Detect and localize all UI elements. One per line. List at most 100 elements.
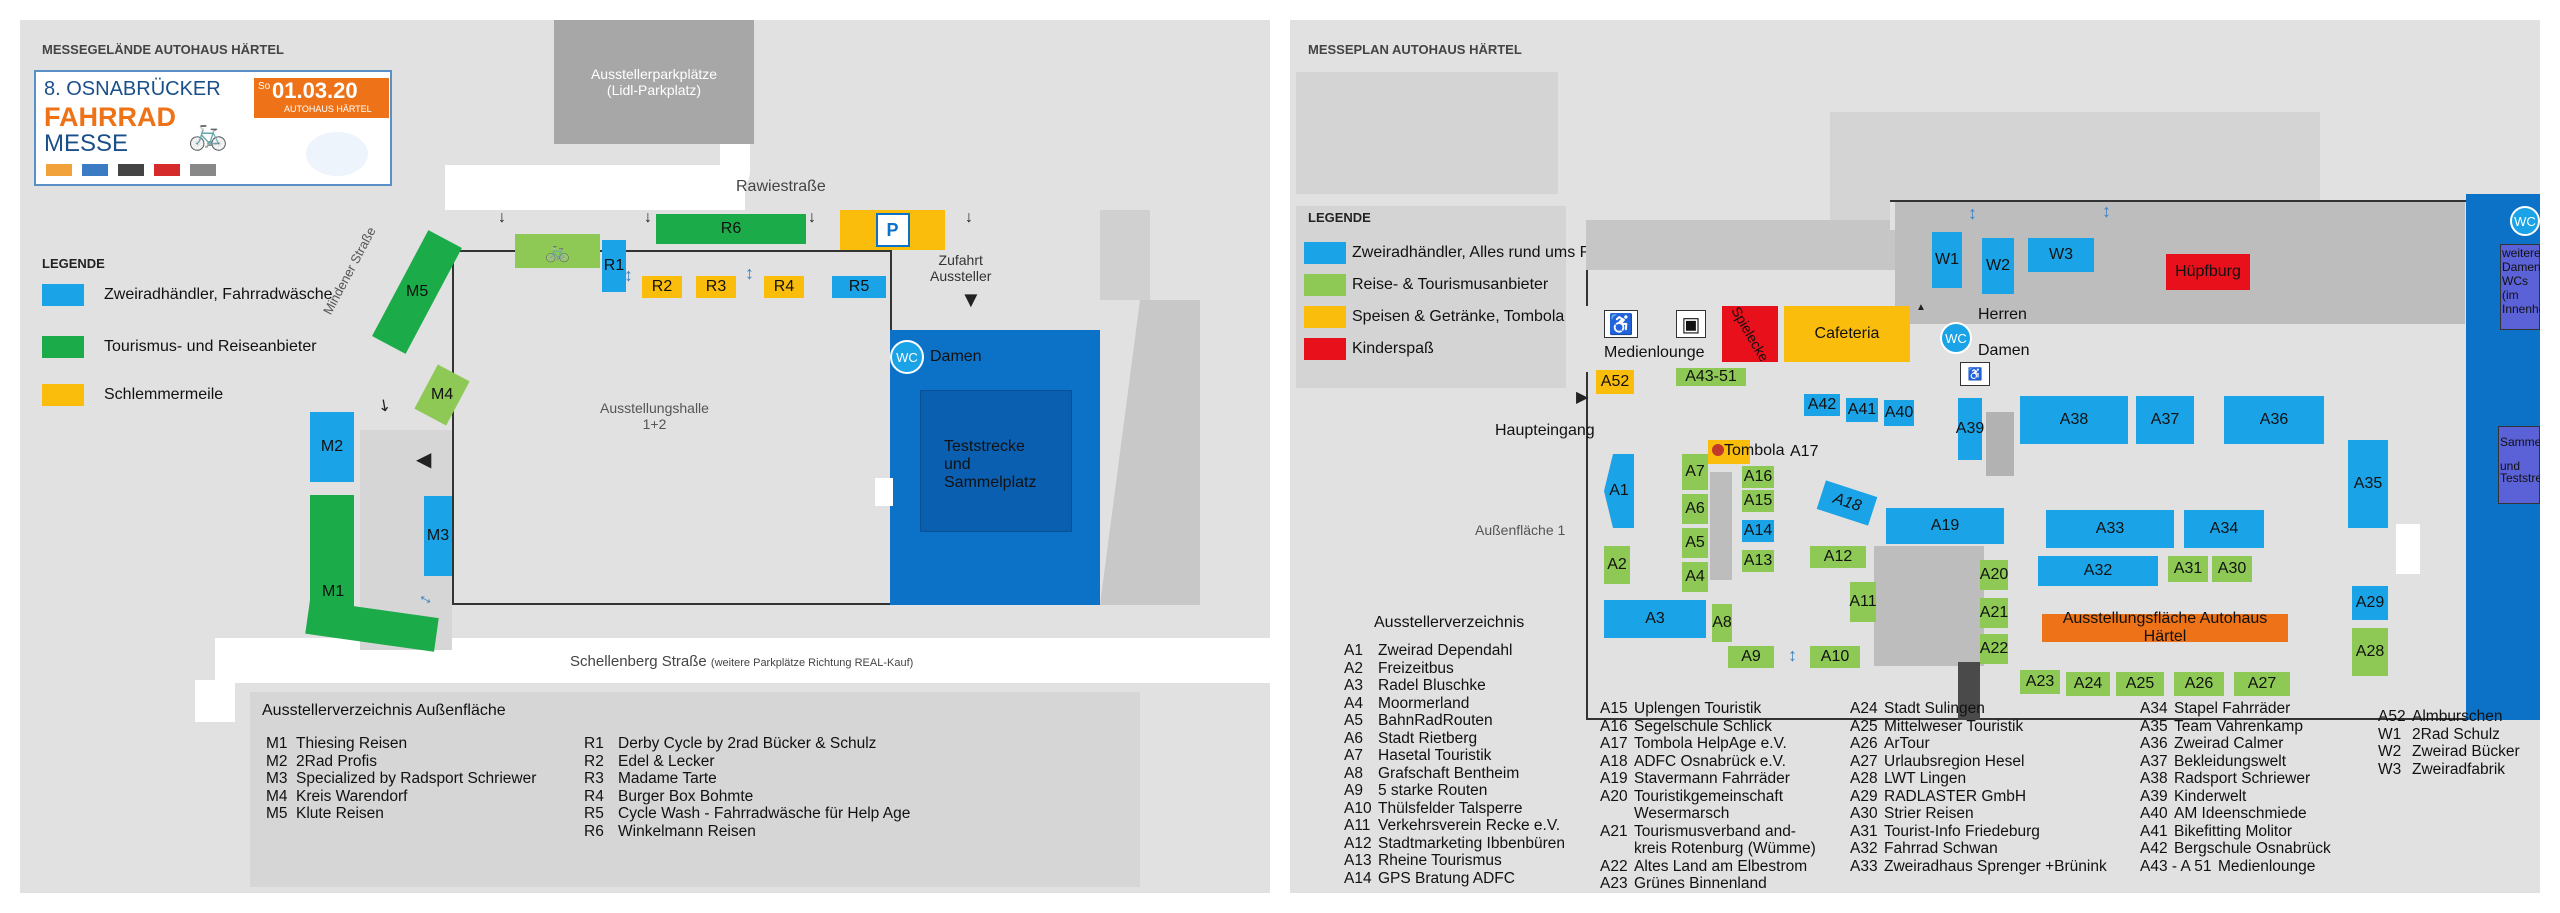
spielecke[interactable]: Spielecke xyxy=(1722,304,1778,364)
stand-A19[interactable]: A19 xyxy=(1886,508,2004,544)
directory-entry-code: A38 xyxy=(2140,770,2168,787)
directory-entry-name: ADFC Osnabrück e.V. xyxy=(1634,752,1786,770)
stand-A9[interactable]: A9 xyxy=(1728,646,1774,668)
stand-A33[interactable]: A33 xyxy=(2046,510,2174,548)
directory-entry-code: M1 xyxy=(266,735,288,752)
stand-R2[interactable]: R2 xyxy=(642,276,682,298)
stand-A31[interactable]: A31 xyxy=(2168,556,2208,582)
directory-entry-code: A23 xyxy=(1600,875,1628,892)
wc-icon: WC xyxy=(1940,322,1972,354)
stand-R6[interactable]: R6 xyxy=(656,214,806,244)
stand-A43-51[interactable]: A43-51 xyxy=(1676,368,1746,386)
gray-structure xyxy=(1710,472,1732,580)
stand-A37[interactable]: A37 xyxy=(2136,396,2194,444)
stand-W2[interactable]: W2 xyxy=(1982,238,2014,294)
stand-A29[interactable]: A29 xyxy=(2352,586,2388,620)
directory-entry-name: Zweirad Calmer xyxy=(2174,735,2284,752)
huepfburg[interactable]: Hüpfburg xyxy=(2166,254,2250,290)
stand-R1[interactable]: R1 xyxy=(602,240,626,292)
wc-icon: WC xyxy=(2510,206,2540,236)
stand-R3[interactable]: R3 xyxy=(696,276,736,298)
stand-A30[interactable]: A30 xyxy=(2212,556,2252,582)
stand-A15[interactable]: A15 xyxy=(1742,490,1774,512)
directory-entry-name: Grafschaft Bentheim xyxy=(1378,764,1520,782)
stand-A39[interactable]: A39 xyxy=(1956,398,1984,460)
legend-label: Zweiradhändler, Alles rund ums Rad xyxy=(1352,244,1610,261)
tv-icon: ▣ xyxy=(1676,310,1706,338)
stand-A8[interactable]: A8 xyxy=(1712,604,1732,642)
stand-A32[interactable]: A32 xyxy=(2038,556,2158,586)
stand-A7[interactable]: A7 xyxy=(1682,454,1708,490)
accessible-wc-icon: ♿ xyxy=(1960,362,1990,386)
directory-entry-code: A33 xyxy=(1850,857,1878,875)
stand-M3[interactable]: M3 xyxy=(424,496,452,576)
stand-A20[interactable]: A20 xyxy=(1980,560,2008,590)
directory-entry-code: A32 xyxy=(1850,840,1878,857)
stand-M5[interactable]: M5 xyxy=(372,230,462,354)
stand-A16[interactable]: A16 xyxy=(1742,466,1774,488)
ausstellungsflaeche-autohaus[interactable]: Ausstellungsfläche Autohaus Härtel xyxy=(2042,610,2288,645)
directory-entry-code: A5 xyxy=(1344,712,1363,729)
stand-A10[interactable]: A10 xyxy=(1810,646,1860,668)
stand-A2[interactable]: A2 xyxy=(1604,546,1630,584)
stand-A28[interactable]: A28 xyxy=(2352,628,2388,676)
stand-R5[interactable]: R5 xyxy=(832,276,886,298)
sammelplatz-box xyxy=(2498,426,2540,504)
stand-A23[interactable]: A23 xyxy=(2020,670,2060,694)
street-label-bottom: Schellenberg Straße (weitere Parkplätze … xyxy=(570,653,914,670)
stand-A24[interactable]: A24 xyxy=(2066,672,2110,696)
medienlounge-label: Medienlounge xyxy=(1604,344,1705,361)
stand-A35[interactable]: A35 xyxy=(2348,440,2388,528)
stand-A38[interactable]: A38 xyxy=(2020,396,2128,444)
stand-W3[interactable]: W3 xyxy=(2028,238,2094,272)
cafeteria[interactable]: Cafeteria xyxy=(1784,306,1910,362)
stand-A21[interactable]: A21 xyxy=(1980,598,2008,628)
directory-entry-code: A34 xyxy=(2140,700,2168,717)
legend-label: Kinderspaß xyxy=(1352,340,1434,357)
stand-A13[interactable]: A13 xyxy=(1742,550,1774,572)
stand-A34[interactable]: A34 xyxy=(2184,510,2264,548)
stand-R4[interactable]: R4 xyxy=(764,276,804,298)
stand-A6[interactable]: A6 xyxy=(1682,494,1708,524)
stand-A42[interactable]: A42 xyxy=(1804,394,1840,416)
legend-swatch-red xyxy=(1304,338,1346,360)
stand-A4[interactable]: A4 xyxy=(1682,562,1708,592)
directory-entry-name: Zweiradhaus Sprenger +Brünink xyxy=(1884,857,2107,875)
stand-A12[interactable]: A12 xyxy=(1810,546,1866,568)
lounge-chair-icon: ♿ xyxy=(1604,310,1638,338)
info-block xyxy=(1296,72,1558,194)
stand-A36[interactable]: A36 xyxy=(2224,396,2324,444)
directory-entry-code: A6 xyxy=(1344,729,1363,747)
stand-M1-label: M1 xyxy=(322,583,345,600)
stand-A11[interactable]: A11 xyxy=(1849,582,1877,622)
stand-A26[interactable]: A26 xyxy=(2174,672,2224,696)
legend-swatch-green xyxy=(42,336,84,358)
stand-A40[interactable]: A40 xyxy=(1884,400,1914,426)
stand-A25[interactable]: A25 xyxy=(2116,672,2164,696)
stand-A41[interactable]: A41 xyxy=(1846,398,1878,422)
stand-A52[interactable]: A52 xyxy=(1596,370,1634,394)
stand-W1[interactable]: W1 xyxy=(1932,232,1962,288)
tombola-booth[interactable] xyxy=(1708,440,1750,464)
stand-A14[interactable]: A14 xyxy=(1742,520,1774,542)
stand-A22[interactable]: A22 xyxy=(1980,634,2008,664)
haupteingang-label: Haupteingang xyxy=(1495,422,1595,439)
stand-A5[interactable]: A5 xyxy=(1682,528,1708,558)
directory-entry-code: A27 xyxy=(1850,752,1878,770)
stand-A3[interactable]: A3 xyxy=(1604,600,1706,638)
weitere-wcs-label: weitere Damen WCs (im Innenhof) xyxy=(2502,246,2540,316)
directory-entry-code: W2 xyxy=(2378,743,2402,760)
stand-M2[interactable]: M2 xyxy=(310,412,354,482)
stand-A27[interactable]: A27 xyxy=(2234,672,2290,696)
